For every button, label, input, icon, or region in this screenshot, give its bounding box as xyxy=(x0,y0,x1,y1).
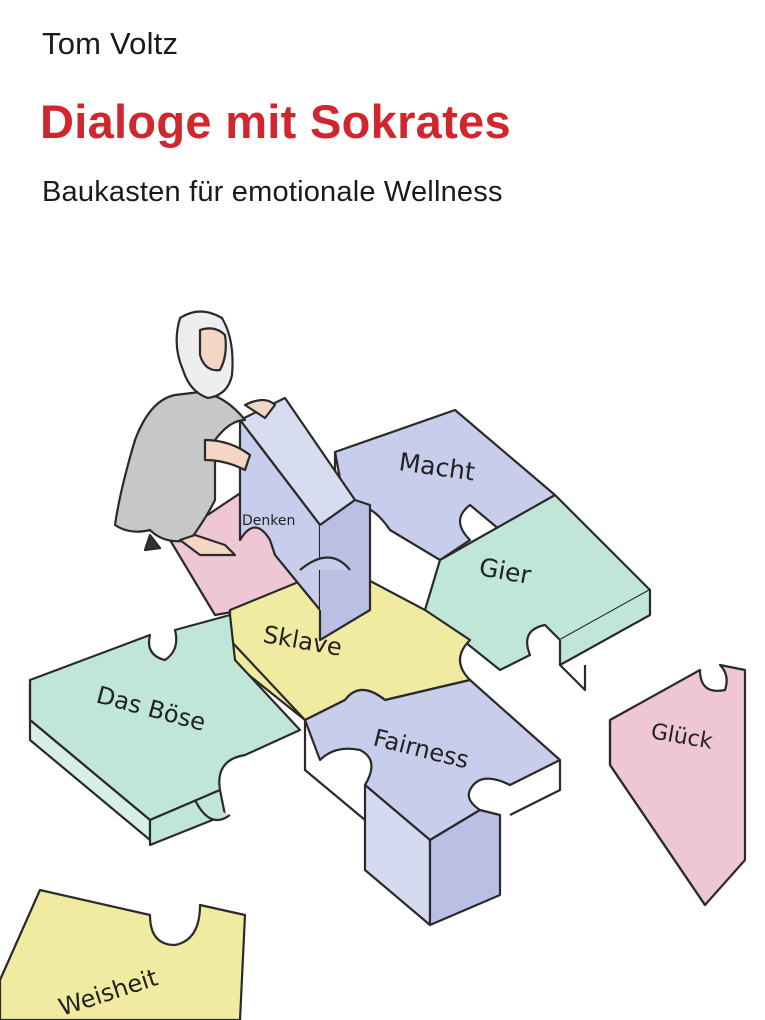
puzzle-piece-fairness xyxy=(303,678,562,927)
socrates-figure xyxy=(113,310,277,557)
puzzle-piece-gier xyxy=(423,493,652,692)
book-title: Dialoge mit Sokrates xyxy=(40,95,511,148)
puzzle-piece-denken xyxy=(238,396,372,642)
puzzle-piece-das-boese xyxy=(28,613,302,847)
puzzle-piece-glueck xyxy=(608,663,747,907)
label-denken: Denken xyxy=(242,513,295,529)
book-subtitle: Baukasten für emotionale Wellness xyxy=(42,176,503,208)
puzzle-piece-weisheit xyxy=(0,888,247,1020)
author-name: Tom Voltz xyxy=(42,26,179,61)
